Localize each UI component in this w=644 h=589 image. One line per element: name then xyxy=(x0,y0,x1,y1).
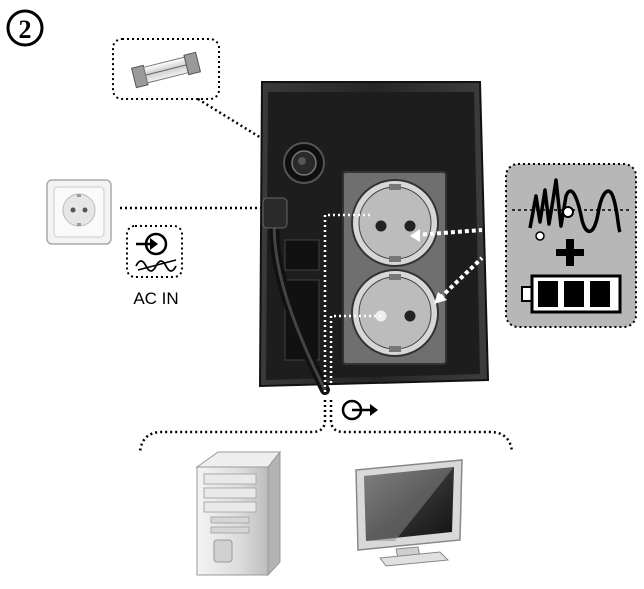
output-line-top xyxy=(323,213,370,400)
output-branch-line xyxy=(329,400,514,453)
waveform-icon xyxy=(528,178,622,233)
arrow-head xyxy=(434,292,447,304)
monitor-icon xyxy=(355,459,463,567)
waveform-marker xyxy=(562,206,574,218)
output-socket xyxy=(351,179,439,267)
wall-socket-icon xyxy=(46,179,112,245)
battery-icon xyxy=(521,274,622,314)
plus-icon xyxy=(556,239,584,266)
step-number: 2 xyxy=(19,15,32,44)
fuse-holder xyxy=(283,142,325,184)
ac-in-label: AC IN xyxy=(133,289,178,308)
output-socket xyxy=(351,269,439,357)
fuse-callout xyxy=(112,38,220,100)
ups-unit xyxy=(258,81,490,395)
output-line-bottom xyxy=(329,314,381,400)
vent-slot xyxy=(284,239,320,271)
power-cord xyxy=(262,197,330,395)
battery-backup-panel xyxy=(505,163,637,328)
backup-arrow-bottom xyxy=(438,256,484,300)
fuse-icon xyxy=(130,51,202,89)
arrow-head xyxy=(410,229,420,242)
waveform-marker xyxy=(535,231,545,241)
ac-input-callout: AC IN xyxy=(126,225,183,308)
ac-input-icon xyxy=(135,232,177,272)
output-branch-line xyxy=(138,400,327,453)
output-socket-panel xyxy=(342,171,447,365)
ac-output-icon xyxy=(341,399,378,421)
step-number-badge: 2 xyxy=(6,9,44,47)
computer-tower-icon xyxy=(195,450,282,577)
